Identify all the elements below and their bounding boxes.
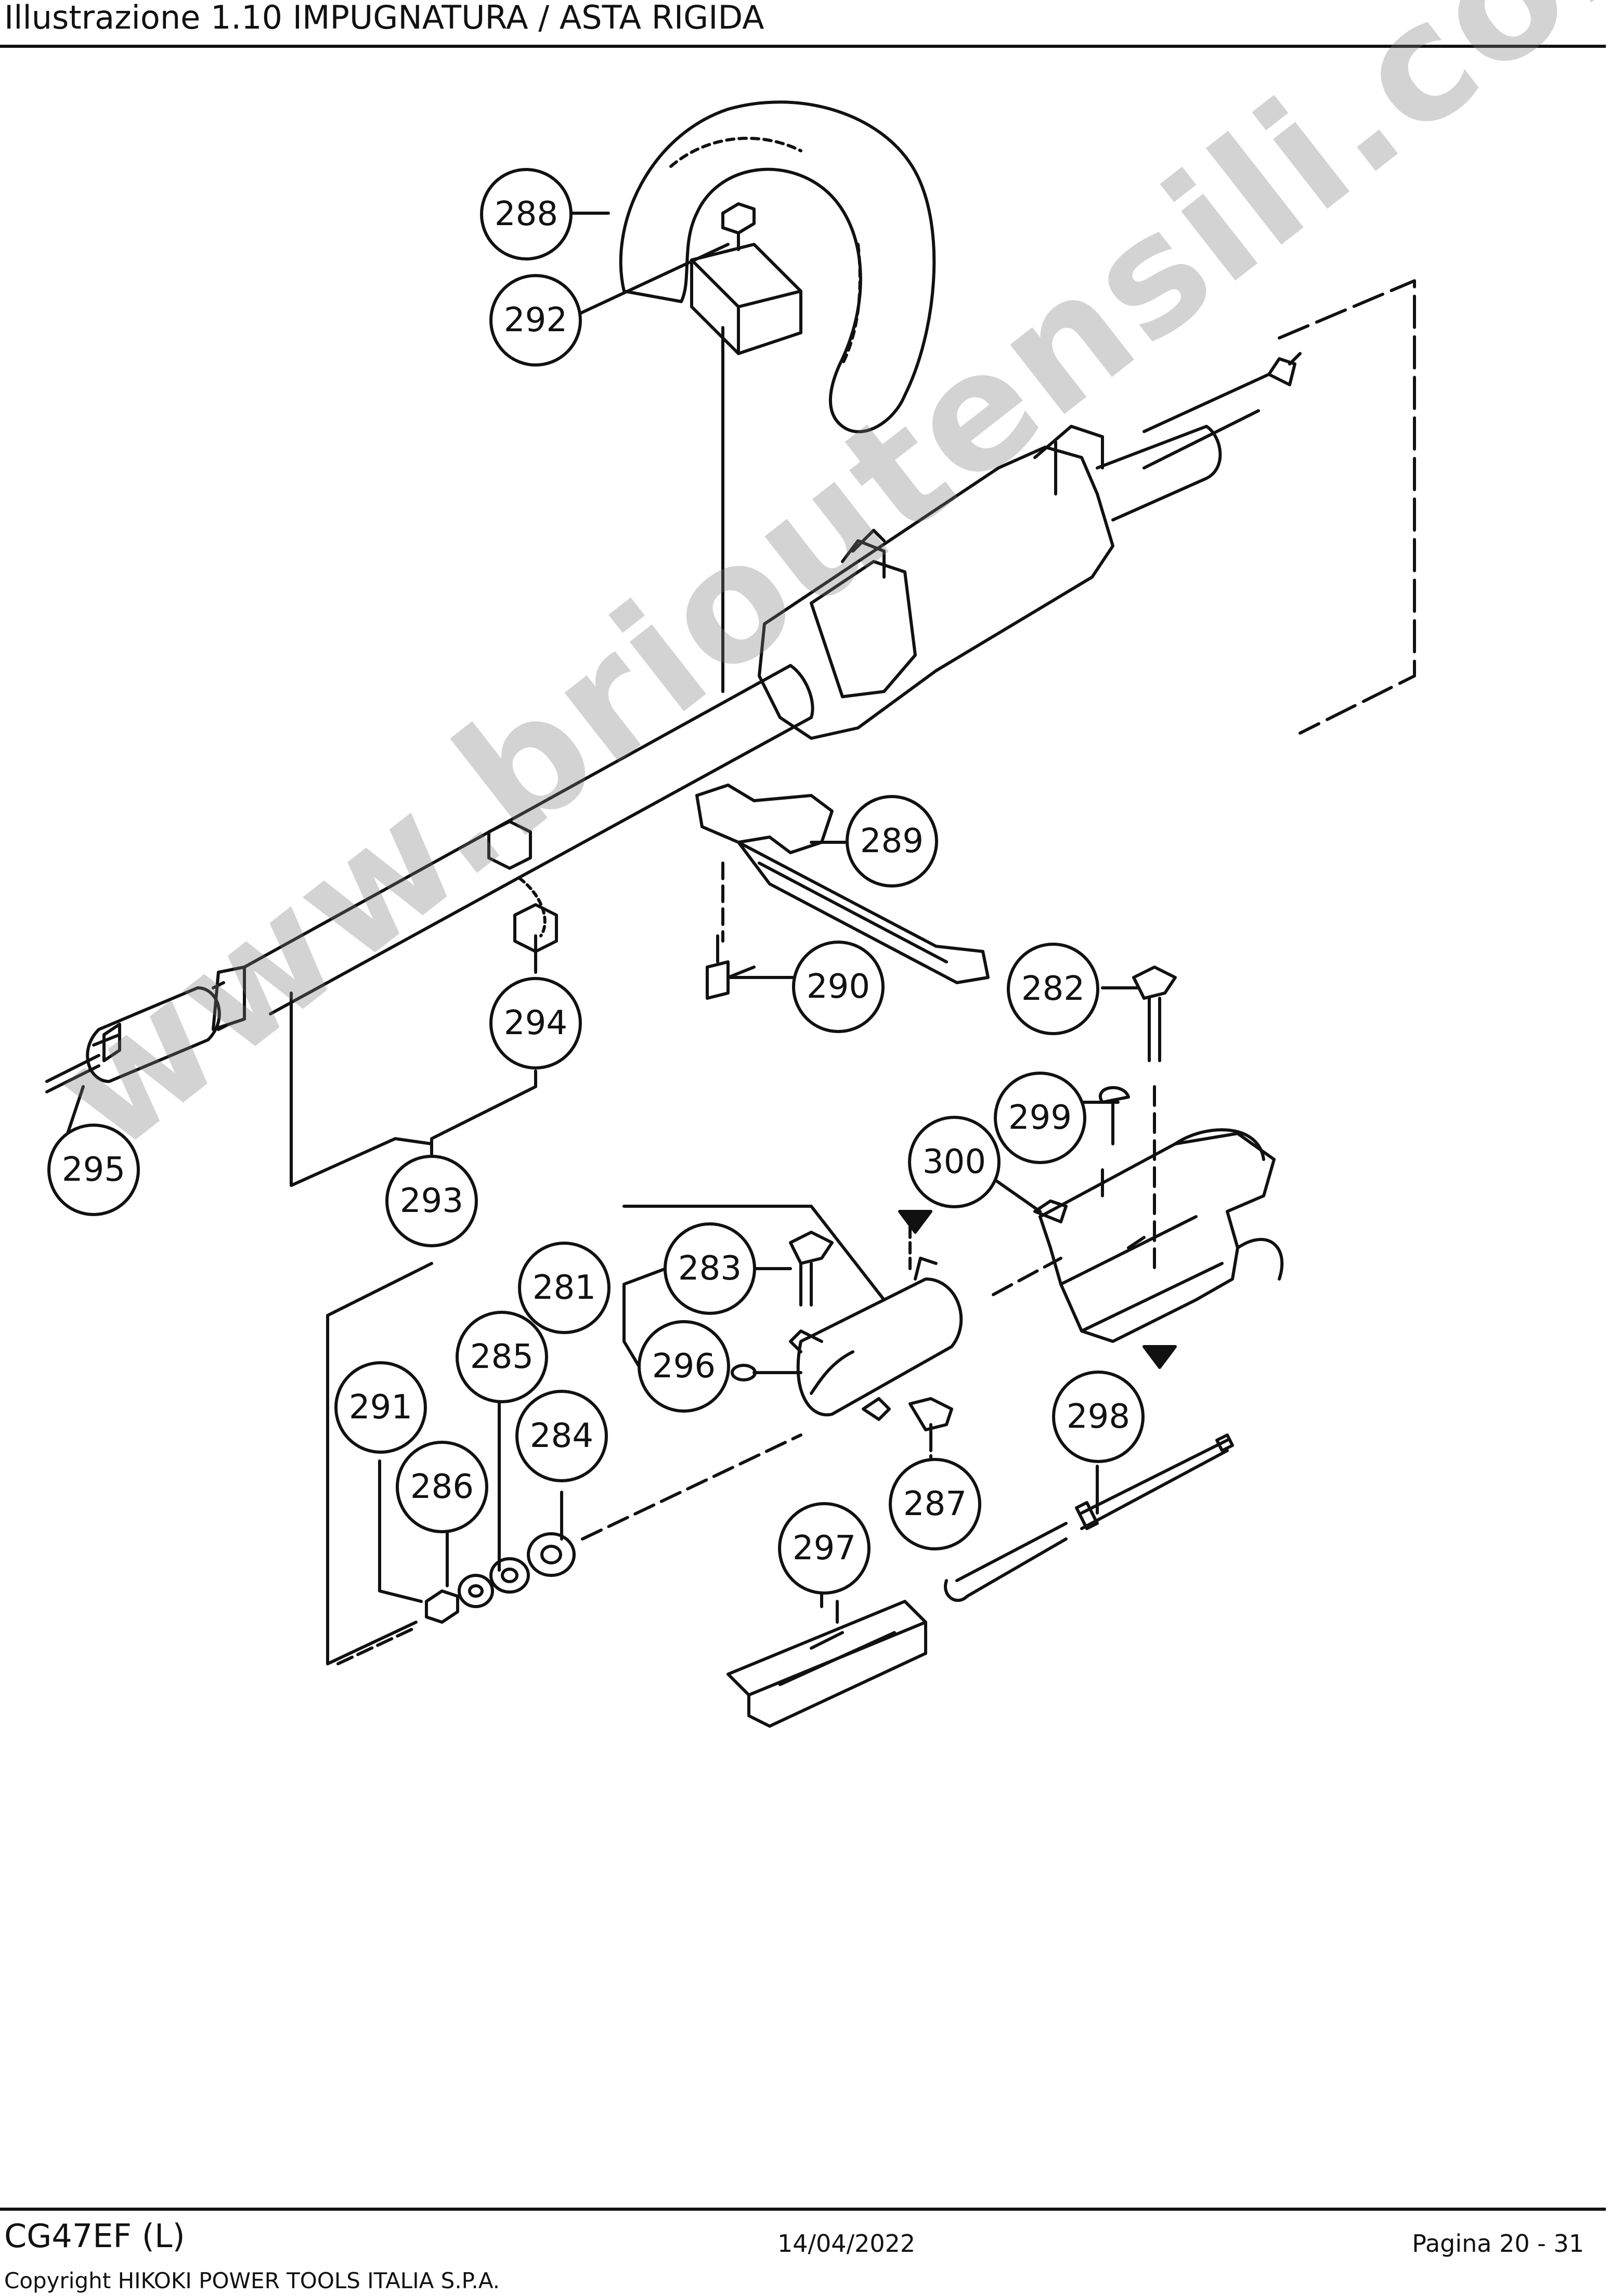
callout-label: 289 — [860, 822, 924, 860]
callout-label: 282 — [1021, 970, 1085, 1008]
header-rule — [0, 45, 1606, 48]
main-clamp-281-part — [789, 1225, 1062, 1421]
page-header: Illustrazione 1.10 IMPUGNATURA / ASTA RI… — [4, 0, 1606, 48]
diagram-svg: 288 292 289 290 282 294 295 293 299 300 … — [45, 100, 1416, 1728]
copyright-notice: Copyright HIKOKI POWER TOOLS ITALIA S.P.… — [4, 2268, 500, 2293]
nut-292-part — [721, 202, 756, 251]
callout-291: 291 — [334, 1361, 427, 1454]
hardware-bracket — [326, 1262, 433, 1665]
page-footer: CG47EF (L) 14/04/2022 Pagina 20 - 31 Cop… — [0, 2211, 1610, 2296]
callout-label: 296 — [652, 1347, 716, 1386]
callout-label: 291 — [349, 1388, 412, 1427]
footer-rule — [0, 2208, 1606, 2211]
callout-292: 292 — [489, 274, 582, 367]
callout-label: 284 — [530, 1417, 593, 1455]
callout-290: 290 — [792, 941, 885, 1033]
callout-295: 295 — [47, 1124, 140, 1216]
callout-294: 294 — [489, 977, 582, 1069]
screw-283-part — [789, 1231, 834, 1307]
tube-clamp-300-part — [1033, 1128, 1284, 1343]
leader-lines — [66, 212, 1140, 1608]
print-date: 14/04/2022 — [777, 2229, 916, 2258]
callout-293: 293 — [385, 1155, 478, 1247]
screw-282-part — [1132, 966, 1177, 1275]
loop-handle-part — [619, 100, 936, 434]
bracket-297-part — [726, 1600, 927, 1728]
callout-298: 298 — [1052, 1371, 1145, 1463]
callout-287: 287 — [889, 1458, 981, 1550]
callout-label: 295 — [62, 1151, 125, 1189]
callout-300: 300 — [908, 1116, 1001, 1208]
callout-label: 298 — [1067, 1398, 1130, 1436]
callout-283: 283 — [664, 1222, 756, 1315]
washer-stack-part — [425, 1433, 802, 1624]
callout-label: 294 — [504, 1004, 567, 1042]
screw-299-part — [1099, 1086, 1130, 1145]
part-callouts: 288 292 289 290 282 294 295 293 299 300 … — [47, 168, 1145, 1595]
page-title: Illustrazione 1.10 IMPUGNATURA / ASTA RI… — [4, 0, 764, 36]
screw-287-part — [908, 1397, 953, 1452]
callout-282: 282 — [1007, 943, 1099, 1035]
callout-297: 297 — [778, 1502, 871, 1595]
callout-296: 296 — [638, 1320, 730, 1413]
callout-label: 293 — [400, 1182, 463, 1220]
callout-label: 281 — [533, 1269, 596, 1307]
front-tube-part — [45, 966, 246, 1093]
assembly-outline — [1278, 279, 1416, 735]
nut-294-part — [487, 820, 558, 953]
callout-label: 300 — [923, 1143, 986, 1181]
callout-label: 283 — [678, 1249, 742, 1288]
callout-286: 286 — [396, 1441, 488, 1533]
callout-label: 288 — [495, 195, 558, 233]
exploded-parts-diagram: 288 292 289 290 282 294 295 293 299 300 … — [0, 52, 1610, 1768]
callout-label: 292 — [504, 301, 567, 340]
callout-label: 285 — [470, 1338, 534, 1376]
callout-289: 289 — [846, 795, 938, 888]
washer-296-part — [731, 1364, 802, 1381]
callout-label: 286 — [410, 1468, 474, 1506]
rod-298-part — [944, 1433, 1234, 1602]
callout-label: 299 — [1008, 1099, 1072, 1137]
callout-285: 285 — [456, 1311, 548, 1403]
screw-290-part — [706, 862, 756, 1000]
direction-arrows — [898, 1210, 1177, 1369]
main-tube-part — [243, 352, 1302, 1015]
clamp-block-part — [690, 243, 802, 355]
callout-label: 287 — [903, 1485, 967, 1523]
callout-299: 299 — [994, 1072, 1086, 1164]
page-number: Pagina 20 - 31 — [1412, 2229, 1584, 2258]
callout-288: 288 — [480, 168, 573, 260]
callout-281: 281 — [518, 1242, 611, 1334]
callout-284: 284 — [515, 1390, 608, 1482]
model-name: CG47EF (L) — [4, 2217, 185, 2255]
callout-label: 297 — [793, 1529, 856, 1568]
callout-label: 290 — [807, 968, 870, 1006]
